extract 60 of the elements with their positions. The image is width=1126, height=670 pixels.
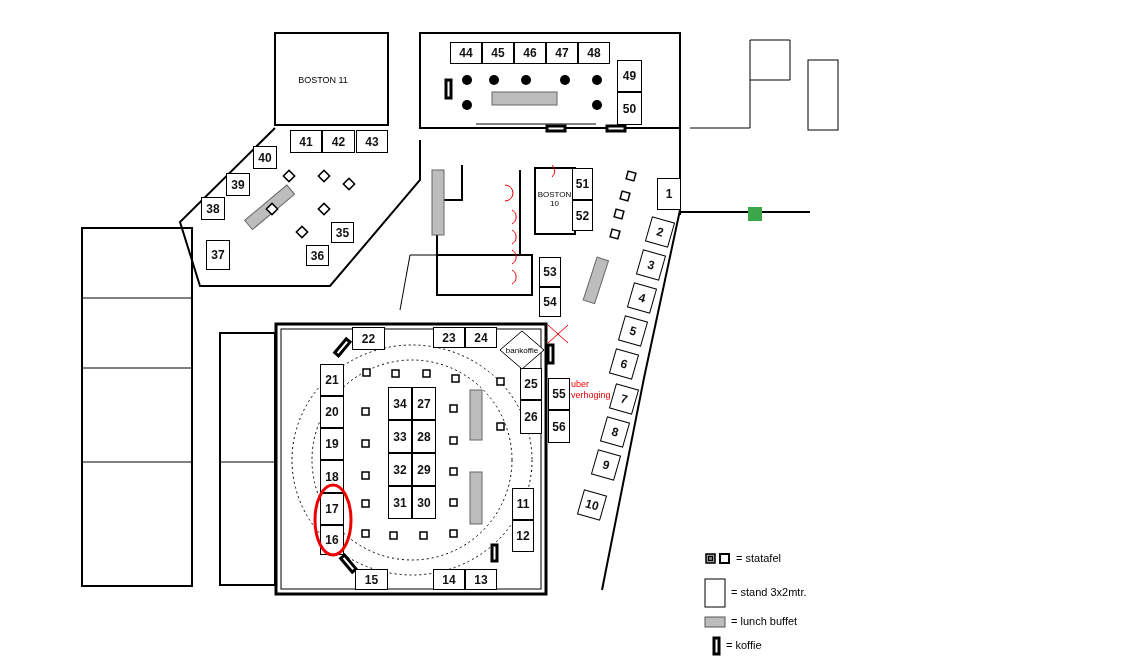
exhibition-stand: 2 (644, 216, 676, 248)
legend-text: = stand 3x2mtr. (731, 586, 807, 598)
exhibition-stand: 12 (512, 520, 534, 552)
exhibition-stand: 34 (388, 387, 412, 420)
exhibition-stand: 20 (320, 396, 344, 428)
exhibition-stand: 36 (306, 245, 329, 266)
exhibition-stand: 38 (201, 197, 225, 220)
exhibition-stand: 48 (578, 42, 610, 64)
exhibition-stand: 13 (465, 569, 497, 590)
exhibition-stand: 9 (590, 449, 622, 481)
exhibition-stand: 30 (412, 486, 436, 519)
note-text: uber verhoging (571, 379, 609, 401)
exhibition-stand: 28 (412, 420, 436, 453)
exhibition-stand: 11 (512, 488, 534, 520)
exhibition-stand: 44 (450, 42, 482, 64)
exhibition-stand: 5 (617, 315, 649, 347)
exhibition-stand: 3 (635, 249, 667, 281)
exhibition-stand: 26 (520, 400, 542, 434)
exhibition-stand: 25 (520, 368, 542, 400)
exhibition-stand: 23 (433, 327, 465, 348)
exhibition-stand: 46 (514, 42, 546, 64)
exhibition-stand: 50 (617, 92, 642, 125)
exhibition-stand: 8 (599, 416, 631, 448)
exhibition-stand: 49 (617, 60, 642, 92)
exhibition-stand: 15 (355, 569, 388, 590)
exhibition-stand: 37 (206, 240, 230, 270)
exhibition-stand: 32 (388, 453, 412, 486)
exhibition-stand: 52 (572, 200, 593, 231)
exhibition-stand: 39 (226, 173, 250, 196)
exhibition-stand: 45 (482, 42, 514, 64)
exhibition-stand: 6 (608, 348, 640, 380)
exhibition-stand: 14 (433, 569, 465, 590)
exhibition-stand: 29 (412, 453, 436, 486)
exhibition-stand: 54 (539, 287, 561, 317)
exhibition-stand: 43 (356, 130, 388, 153)
exhibition-stand: 35 (331, 222, 354, 243)
meeting-room-label: BOSTON 11 (291, 74, 355, 86)
exhibition-stand: 1 (657, 178, 681, 210)
exhibition-stand: 22 (352, 327, 385, 350)
exhibition-stand: 53 (539, 257, 561, 287)
exhibition-stand: 17 (320, 493, 344, 525)
exhibition-stand: 40 (253, 146, 277, 169)
exhibition-stand: 56 (548, 410, 570, 443)
exhibition-stand: 41 (290, 130, 322, 153)
exhibition-stand: 21 (320, 364, 344, 396)
exhibition-stand: 47 (546, 42, 578, 64)
exhibition-stand: 51 (572, 168, 593, 200)
exhibition-stand: 42 (322, 130, 355, 153)
exhibition-stand: 24 (465, 327, 497, 348)
exhibition-stand: 19 (320, 428, 344, 460)
legend-text: = koffie (726, 639, 762, 651)
exhibition-stand: 55 (548, 378, 570, 410)
exhibition-stand: 31 (388, 486, 412, 519)
bar-counter: bankoffie (499, 330, 545, 370)
legend-text: = lunch buffet (731, 615, 798, 627)
exhibition-stand: 33 (388, 420, 412, 453)
exhibition-stand: 27 (412, 387, 436, 420)
exhibition-stand: 4 (626, 282, 658, 314)
exhibition-stand: 10 (576, 489, 608, 521)
legend-text: = statafel (736, 551, 781, 564)
